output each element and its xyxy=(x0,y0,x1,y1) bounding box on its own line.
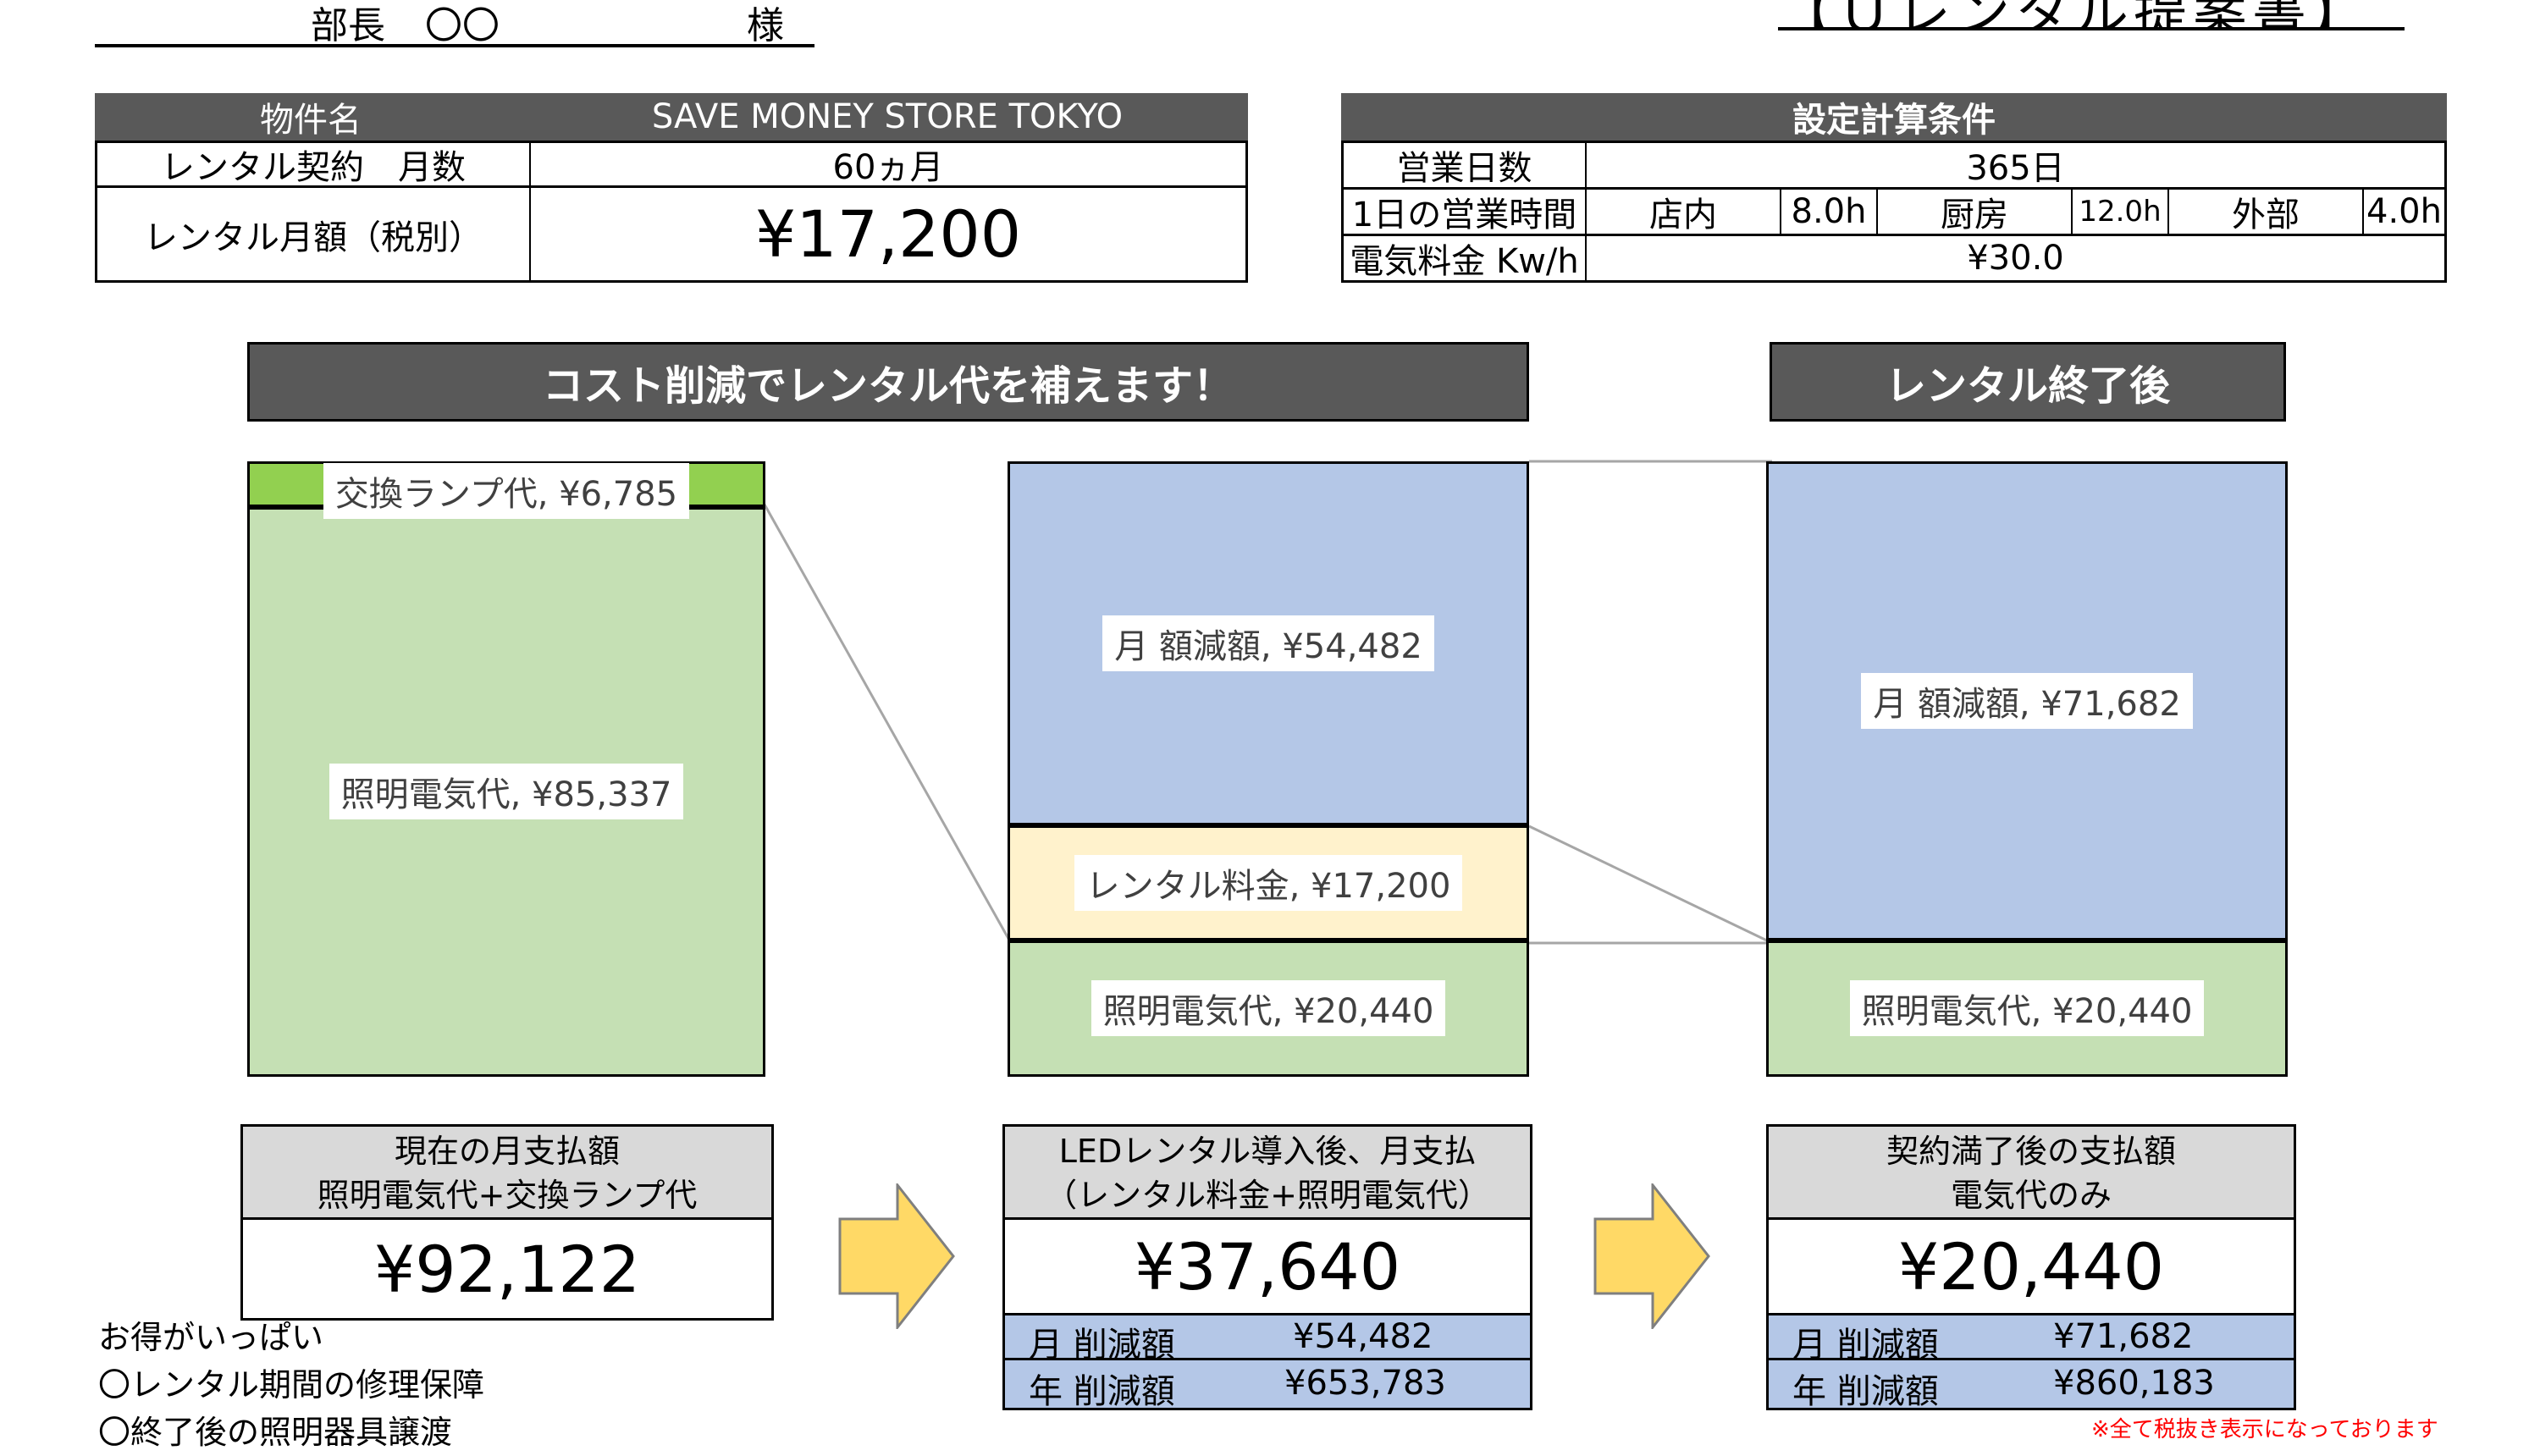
rental-monthly-row: レンタル月額（税別） ¥17,200 xyxy=(95,185,1248,283)
property-table: 物件名 SAVE MONEY STORE TOKYO レンタル契約 月数 60ヵ… xyxy=(95,93,1248,283)
summary-current-title1: 現在の月支払額 xyxy=(394,1133,620,1170)
conditions-table: 設定計算条件 営業日数 365日 1日の営業時間 店内 8.0h 厨房 12.0… xyxy=(1341,93,2447,283)
property-name-value: SAVE MONEY STORE TOKYO xyxy=(651,97,1124,136)
rental-months-value: 60ヵ月 xyxy=(529,143,1245,187)
electricity-rate-row: 電気料金 Kw/h ¥30.0 xyxy=(1341,234,2447,283)
addressee-title: 部長 xyxy=(311,4,385,47)
store-label: 店内 xyxy=(1585,190,1780,234)
outside-label: 外部 xyxy=(2167,190,2362,234)
summary-after-monthly-row: 月 削減額 ¥71,682 xyxy=(1769,1313,2294,1365)
cost-cut-banner: コスト削減でレンタル代を補えます！ xyxy=(247,342,1529,422)
electricity-rate-label: 電気料金 Kw/h xyxy=(1350,242,1579,281)
property-name-label: 物件名 xyxy=(260,101,362,140)
summary-led-yearly-label: 年 削減額 xyxy=(1029,1372,1175,1411)
arrow-right-icon xyxy=(838,1183,955,1329)
rental-monthly-value: ¥17,200 xyxy=(529,188,1245,280)
summary-led-monthly-label: 月 削減額 xyxy=(1029,1326,1175,1365)
business-hours-row: 1日の営業時間 店内 8.0h 厨房 12.0h 外部 4.0h xyxy=(1341,187,2447,236)
summary-led-header: LEDレンタル導入後、月支払 （レンタル料金+照明電気代） xyxy=(1005,1127,1530,1220)
property-name-row: 物件名 SAVE MONEY STORE TOKYO xyxy=(95,93,1248,141)
bar-led-savings xyxy=(1008,461,1529,825)
summary-led-monthly-value: ¥54,482 xyxy=(1293,1317,1433,1356)
label-current-lamp: 交換ランプ代, ¥6,785 xyxy=(323,462,690,519)
kitchen-label: 厨房 xyxy=(1876,190,2071,234)
summary-current-title2: 照明電気代+交換ランプ代 xyxy=(317,1177,698,1214)
benefit-item: 〇レンタル期間の修理保障 xyxy=(98,1366,485,1404)
addressee-name: 〇〇 xyxy=(425,4,500,47)
connector-line xyxy=(763,504,1013,944)
label-after-electricity: 照明電気代, ¥20,440 xyxy=(1849,980,2205,1037)
business-days-value: 365日 xyxy=(1585,143,2444,188)
summary-after-header: 契約満了後の支払額 電気代のみ xyxy=(1769,1127,2294,1220)
conditions-title: 設定計算条件 xyxy=(1341,93,2447,141)
summary-after-yearly-row: 年 削減額 ¥860,183 xyxy=(1769,1360,2294,1411)
label-led-rental: レンタル料金, ¥17,200 xyxy=(1074,854,1463,911)
kitchen-hours: 12.0h xyxy=(2071,190,2167,234)
summary-led: LEDレンタル導入後、月支払 （レンタル料金+照明電気代） ¥37,640 月 … xyxy=(1002,1124,1532,1411)
business-hours-label: 1日の営業時間 xyxy=(1351,196,1577,234)
summary-after-monthly-value: ¥71,682 xyxy=(2053,1317,2194,1356)
electricity-rate-value: ¥30.0 xyxy=(1585,236,2444,280)
summary-current-header: 現在の月支払額 照明電気代+交換ランプ代 xyxy=(243,1127,771,1220)
summary-current-amount: ¥92,122 xyxy=(373,1231,641,1307)
summary-led-title2: （レンタル料金+照明電気代） xyxy=(1045,1177,1490,1214)
summary-led-yearly-value: ¥653,783 xyxy=(1284,1364,1446,1403)
addressee-line: 部長 〇〇 様 xyxy=(95,0,814,47)
outside-hours: 4.0h xyxy=(2362,190,2444,234)
summary-led-amount: ¥37,640 xyxy=(1134,1228,1401,1304)
label-current-electricity: 照明電気代, ¥85,337 xyxy=(329,764,684,820)
summary-after: 契約満了後の支払額 電気代のみ ¥20,440 月 削減額 ¥71,682 年 … xyxy=(1766,1124,2296,1411)
document-title-text: 【Ｕレンタル提案書】 xyxy=(1778,0,2371,27)
summary-after-yearly-value: ¥860,183 xyxy=(2053,1364,2215,1403)
arrow-right-icon xyxy=(1593,1183,1710,1329)
summary-after-amount: ¥20,440 xyxy=(1897,1228,2165,1304)
benefit-item: 〇終了後の照明器具譲渡 xyxy=(98,1414,453,1451)
summary-after-title1: 契約満了後の支払額 xyxy=(1886,1133,2176,1170)
benefits-list: お得がいっぱい 〇レンタル期間の修理保障 〇終了後の照明器具譲渡 xyxy=(98,1314,691,1456)
rental-months-row: レンタル契約 月数 60ヵ月 xyxy=(95,141,1248,188)
label-led-savings: 月 額減額, ¥54,482 xyxy=(1102,615,1434,671)
summary-current: 現在の月支払額 照明電気代+交換ランプ代 ¥92,122 xyxy=(240,1124,774,1321)
store-hours: 8.0h xyxy=(1780,190,1876,234)
rental-months-label: レンタル契約 月数 xyxy=(161,148,466,187)
rental-monthly-label: レンタル月額（税別） xyxy=(144,218,483,257)
connector-line xyxy=(1528,825,1773,945)
summary-after-monthly-label: 月 削減額 xyxy=(1792,1326,1939,1365)
summary-after-title2: 電気代のみ xyxy=(1950,1177,2112,1214)
addressee-honorific: 様 xyxy=(747,4,784,47)
document-title: 【Ｕレンタル提案書】 xyxy=(1778,0,2405,30)
after-rental-banner: レンタル終了後 xyxy=(1770,342,2286,422)
label-after-savings: 月 額減額, ¥71,682 xyxy=(1861,672,2193,729)
summary-after-yearly-label: 年 削減額 xyxy=(1792,1372,1939,1411)
summary-led-monthly-row: 月 削減額 ¥54,482 xyxy=(1005,1313,1530,1365)
business-days-label: 営業日数 xyxy=(1396,149,1532,188)
summary-led-yearly-row: 年 削減額 ¥653,783 xyxy=(1005,1360,1530,1411)
label-led-electricity: 照明電気代, ¥20,440 xyxy=(1091,980,1446,1037)
summary-led-title1: LEDレンタル導入後、月支払 xyxy=(1058,1133,1477,1170)
benefits-title: お得がいっぱい xyxy=(98,1319,324,1356)
business-days-row: 営業日数 365日 xyxy=(1341,141,2447,190)
